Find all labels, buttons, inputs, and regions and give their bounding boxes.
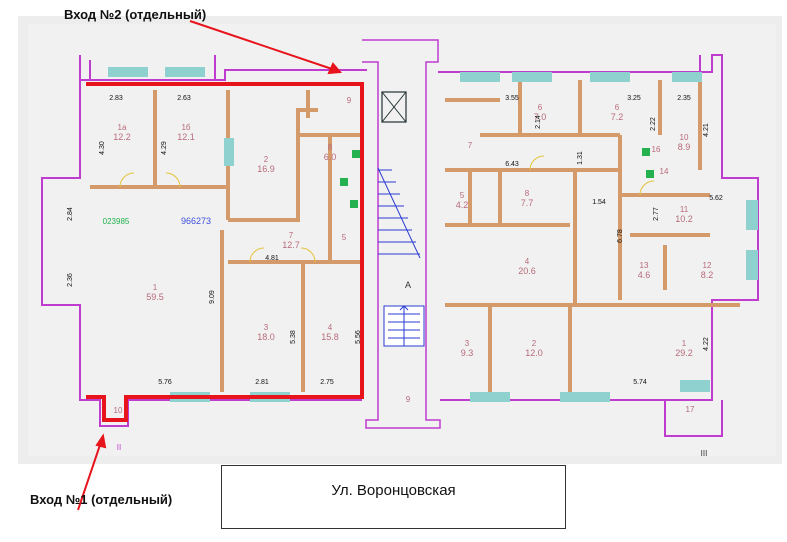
- right-room-number: 13: [640, 261, 649, 270]
- left-dimension: 4.30: [99, 141, 106, 155]
- door-details: [119, 155, 655, 263]
- right-dimension: 2.22: [650, 117, 657, 131]
- windows: [108, 67, 758, 402]
- right-room-area: 9.3: [461, 348, 474, 358]
- left-room-number: 4: [328, 323, 333, 332]
- right-dimension: 2.35: [677, 95, 691, 102]
- left-room-area: 18.0: [257, 332, 275, 342]
- entrance-2-label: Вход №2 (отдельный): [64, 7, 207, 22]
- left-dimension: 2.36: [67, 273, 74, 287]
- right-room-area: 8.2: [701, 270, 714, 280]
- highlighted-zone: [86, 82, 364, 422]
- right-dimension: 4.22: [703, 337, 710, 351]
- street-name-box: Ул. Воронцовская: [221, 465, 566, 529]
- right-room-number: 6: [538, 103, 543, 112]
- green-fixtures: [340, 148, 654, 208]
- right-room-number: 7: [468, 141, 473, 150]
- entrance-mark-left: II: [117, 443, 121, 452]
- right-room-area: 7.7: [521, 198, 534, 208]
- left-dimension: 5.38: [290, 330, 297, 344]
- right-room-number: 4: [525, 257, 530, 266]
- right-room-area: 10.2: [675, 214, 693, 224]
- left-room-area: 12.2: [113, 132, 131, 142]
- right-dimension: 2.77: [653, 207, 660, 221]
- left-room-area: 15.8: [321, 332, 339, 342]
- stair-letter: А: [405, 280, 411, 290]
- left-dimension: 2.63: [177, 95, 191, 102]
- left-dimension: 4.81: [265, 255, 279, 262]
- right-dimension: 1.31: [577, 151, 584, 165]
- right-room-area: 7.2: [611, 112, 624, 122]
- left-room-number: 5: [342, 233, 347, 242]
- left-dimension: 9.09: [209, 290, 216, 304]
- right-room-area: 7.0: [534, 112, 547, 122]
- right-dimension: 3.55: [505, 95, 519, 102]
- left-room-number: 1: [153, 283, 158, 292]
- left-room-area: 59.5: [146, 292, 164, 302]
- left-room-number: 2: [264, 155, 269, 164]
- entrance-mark-right: III: [701, 449, 708, 458]
- right-dimension: 3.25: [627, 95, 641, 102]
- left-dimension: 5.56: [355, 330, 362, 344]
- right-dimension: 6.78: [617, 229, 624, 243]
- left-dimension: 5.76: [158, 379, 172, 386]
- right-room-number: 10: [680, 133, 689, 142]
- right-room-area: 4.6: [638, 270, 651, 280]
- left-dimension: 2.84: [67, 207, 74, 221]
- street-name: Ул. Воронцовская: [331, 481, 456, 499]
- right-inner-walls: [445, 80, 740, 392]
- right-dimension: 1.54: [592, 199, 606, 206]
- right-room-number: 3: [465, 339, 470, 348]
- left-room-area: 6.0: [324, 152, 337, 162]
- right-room-number: 11: [680, 205, 689, 214]
- right-room-number: 12: [703, 261, 712, 270]
- right-dimension: 5.74: [633, 379, 647, 386]
- entrance-1-label: Вход №1 (отдельный): [30, 492, 173, 507]
- right-dimension: 6.43: [505, 161, 519, 168]
- right-room-number: 5: [460, 191, 465, 200]
- left-room-area: 12.7: [282, 240, 300, 250]
- right-room-number: 17: [686, 405, 695, 414]
- left-room-number: 9: [347, 96, 352, 105]
- plan-labels: 1а12.21б12.1216.9986.0712.75159.5318.041…: [67, 95, 723, 458]
- left-room-area: 12.1: [177, 132, 195, 142]
- right-room-area: 12.0: [525, 348, 543, 358]
- right-room-number: 6: [615, 103, 620, 112]
- left-dimension: 4.29: [161, 141, 168, 155]
- left-room-number: 3: [264, 323, 269, 332]
- left-dimension: 2.83: [109, 95, 123, 102]
- right-room-area: 29.2: [675, 348, 693, 358]
- right-room-area: 20.6: [518, 266, 536, 276]
- right-room-area: 8.9: [678, 142, 691, 152]
- stamp-green: 023985: [103, 217, 130, 226]
- left-room-area: 16.9: [257, 164, 275, 174]
- right-dimension: 2.14: [535, 115, 542, 129]
- right-block-walls: [438, 54, 759, 437]
- left-room-number: 1б: [181, 123, 190, 132]
- entrance-arrows: [77, 20, 343, 511]
- left-room-number: 10: [114, 406, 123, 415]
- right-room-area: 4.2: [456, 200, 469, 210]
- right-room-number: 9: [406, 395, 411, 404]
- right-room-number: 8: [525, 189, 530, 198]
- left-room-number: 7: [289, 231, 294, 240]
- right-dimension: 5.62: [709, 195, 723, 202]
- left-room-number: 1а: [118, 123, 127, 132]
- right-room-number: 14: [660, 167, 669, 176]
- left-dimension: 2.75: [320, 379, 334, 386]
- right-room-number: 16: [652, 145, 661, 154]
- left-room-number: 8: [328, 143, 333, 152]
- left-dimension: 2.81: [255, 379, 269, 386]
- right-room-number: 2: [532, 339, 537, 348]
- stairs-steps-upper: [377, 167, 421, 346]
- right-dimension: 4.21: [703, 123, 710, 137]
- stamp-blue: 966273: [181, 216, 211, 226]
- right-room-number: 1: [682, 339, 687, 348]
